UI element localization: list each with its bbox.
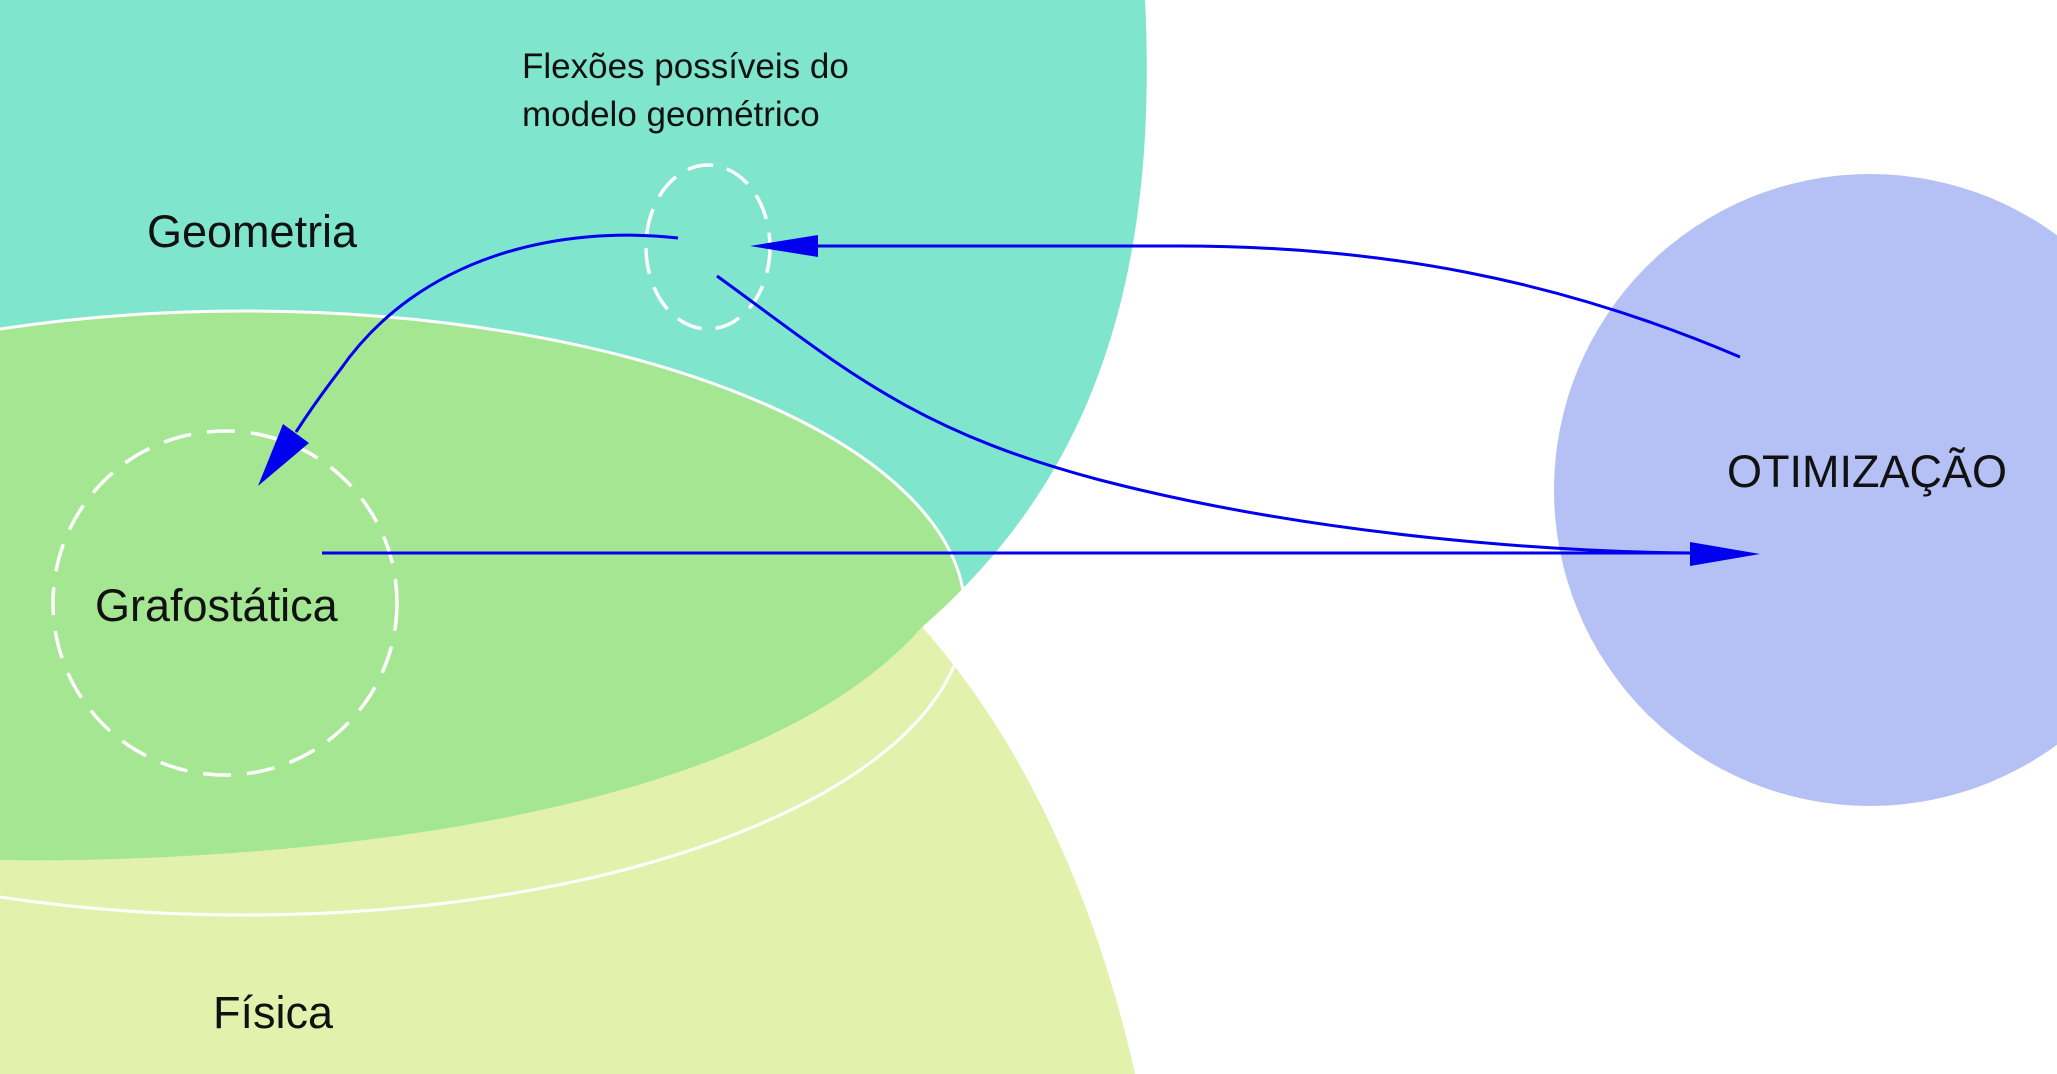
arrow-otimizacao-to-flexoes [815, 244, 1741, 359]
flexoes-label-line2: modelo geométrico [522, 95, 820, 134]
arrow-flexoes-to-otimizacao [716, 274, 1693, 555]
arrowhead-flexoes [750, 235, 818, 257]
overlap-region [0, 311, 965, 861]
arrow-flexoes-to-grafostatica [294, 233, 679, 433]
otimizacao-label: OTIMIZAÇÃO [1727, 446, 2007, 497]
arrowhead-grafostatica [258, 424, 309, 486]
fisica-ellipse-outline [0, 309, 967, 917]
arrowhead-otimizacao-upper [1690, 542, 1760, 566]
grafostatica-label: Grafostática [95, 580, 339, 631]
geometria-label: Geometria [147, 206, 358, 257]
grafostatica-dashed-circle [51, 429, 399, 777]
arrows [258, 233, 1760, 566]
fisica-label: Física [213, 987, 334, 1038]
flexoes-label-line1: Flexões possíveis do [522, 47, 849, 86]
